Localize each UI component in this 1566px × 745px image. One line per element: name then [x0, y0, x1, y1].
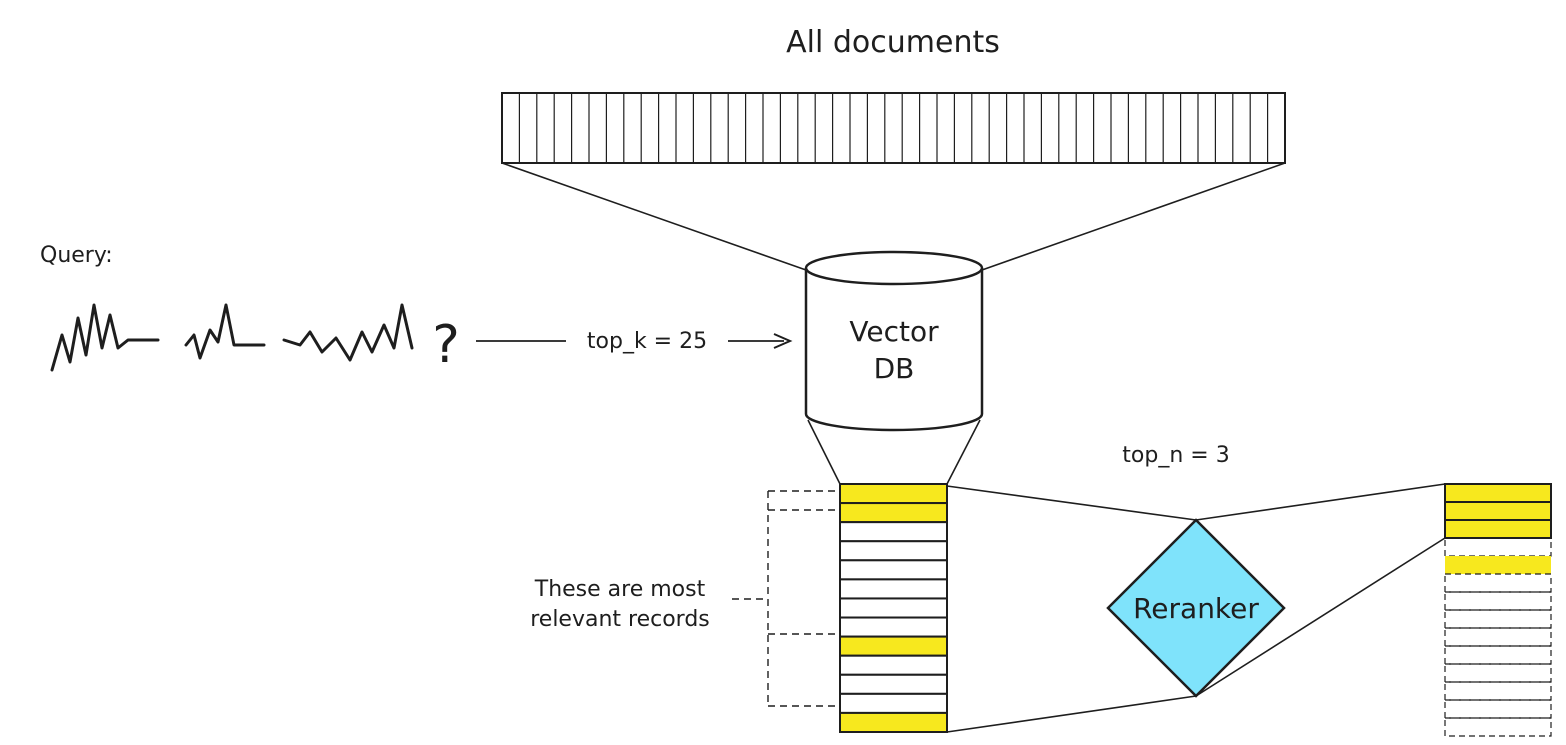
dropped-record-row [1444, 591, 1552, 611]
query-question-mark: ? [432, 315, 460, 375]
reranker-connectors [946, 483, 1446, 733]
query-squiggle [50, 303, 414, 372]
dropped-record-row [1444, 627, 1552, 647]
dropped-record-row [1444, 699, 1552, 719]
record-row [839, 673, 948, 695]
reranked-records-column [1444, 483, 1552, 737]
relevant-label-line2: relevant records [530, 607, 710, 632]
relevant-record-row [839, 635, 948, 657]
reranker-node: Reranker [1106, 518, 1286, 698]
relevant-label-line1: These are most [534, 577, 706, 602]
record-row [839, 654, 948, 676]
vector-db-label-line1: Vector [849, 315, 939, 348]
record-row [839, 616, 948, 638]
dropped-record-row [1444, 537, 1552, 557]
relevant-record-row [839, 483, 948, 505]
top-record-row [1444, 501, 1552, 521]
funnel-lines-top [501, 162, 1286, 271]
record-row [839, 578, 948, 600]
top-n-label: top_n = 3 [1122, 443, 1229, 468]
top-k-arrow [476, 333, 793, 349]
highlighted-dropped-row [1445, 556, 1551, 574]
record-row [839, 597, 948, 619]
dropped-record-row [1444, 573, 1552, 593]
relevant-record-row [839, 711, 948, 734]
record-row [839, 521, 948, 543]
query-label: Query: [40, 243, 113, 268]
record-row [839, 540, 948, 562]
dropped-record-row [1444, 645, 1552, 665]
dropped-record-row [1444, 663, 1552, 683]
dropped-record-row [1444, 717, 1552, 737]
dropped-record-row [1444, 609, 1552, 629]
top-record-row [1444, 483, 1552, 503]
relevant-bracket [732, 490, 840, 707]
top-k-label: top_k = 25 [587, 329, 707, 354]
vector-db-label-line2: DB [874, 352, 915, 385]
record-row [839, 692, 948, 714]
top-record-row [1444, 519, 1552, 539]
document-strip [501, 92, 1286, 164]
all-documents-title: All documents [786, 25, 1000, 60]
funnel-lines-bottom [807, 419, 981, 485]
retrieved-records-column [839, 483, 948, 734]
record-row [839, 559, 948, 581]
reranker-label: Reranker [1133, 592, 1259, 625]
vector-db-cylinder: Vector DB [804, 250, 984, 432]
dropped-record-row [1444, 681, 1552, 701]
relevant-record-row [839, 502, 948, 524]
